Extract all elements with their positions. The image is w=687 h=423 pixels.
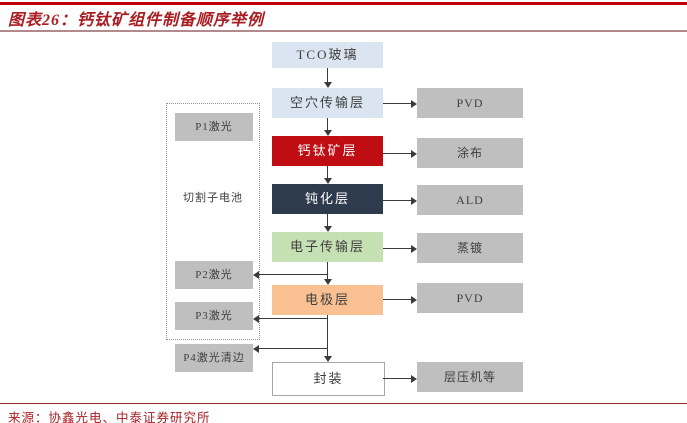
process-ald: ALD	[417, 185, 523, 215]
arrow-right-icon	[383, 296, 417, 304]
process-evaporation: 蒸镀	[417, 233, 523, 263]
arrow-left-icon	[253, 315, 327, 323]
process-coating: 涂布	[417, 138, 523, 168]
arrow-down-icon	[324, 166, 332, 184]
laser-step-p2: P2激光	[175, 261, 253, 289]
laser-step-p1: P1激光	[175, 113, 253, 141]
step-hole-transport-layer: 空穴传输层	[272, 88, 383, 118]
scribing-group-outline	[166, 103, 260, 340]
arrow-right-icon	[383, 197, 417, 205]
process-pvd-1: PVD	[417, 88, 523, 118]
title-divider	[0, 30, 687, 32]
laser-step-p3: P3激光	[175, 302, 253, 330]
figure-title: 图表26：钙钛矿组件制备顺序举例	[8, 12, 265, 29]
arrow-down-icon	[324, 118, 332, 136]
laser-step-p4-edge-clean: P4激光清边	[175, 344, 253, 372]
arrow-right-icon	[383, 150, 417, 158]
process-laminator: 层压机等	[417, 362, 523, 392]
step-perovskite-layer: 钙钛矿层	[272, 136, 383, 166]
arrow-right-icon	[383, 100, 417, 108]
arrow-right-icon	[383, 375, 417, 383]
step-passivation-layer: 钝化层	[272, 184, 383, 214]
arrow-down-icon	[324, 262, 332, 285]
arrow-down-icon	[324, 68, 332, 88]
step-tco-glass: TCO玻璃	[272, 42, 383, 68]
step-electrode-layer: 电极层	[272, 285, 383, 315]
source-note: 来源：协鑫光电、中泰证券研究所	[8, 411, 211, 423]
step-electron-transport-layer: 电子传输层	[272, 232, 383, 262]
scribing-group-label: 切割子电池	[183, 192, 243, 204]
top-divider	[0, 2, 687, 5]
arrow-down-icon	[324, 214, 332, 232]
bottom-divider	[0, 403, 687, 404]
arrow-down-icon	[324, 315, 332, 362]
arrow-left-icon	[253, 271, 327, 279]
arrow-right-icon	[383, 245, 417, 253]
step-encapsulation: 封装	[272, 362, 385, 396]
arrow-left-icon	[253, 345, 327, 353]
process-pvd-2: PVD	[417, 283, 523, 313]
